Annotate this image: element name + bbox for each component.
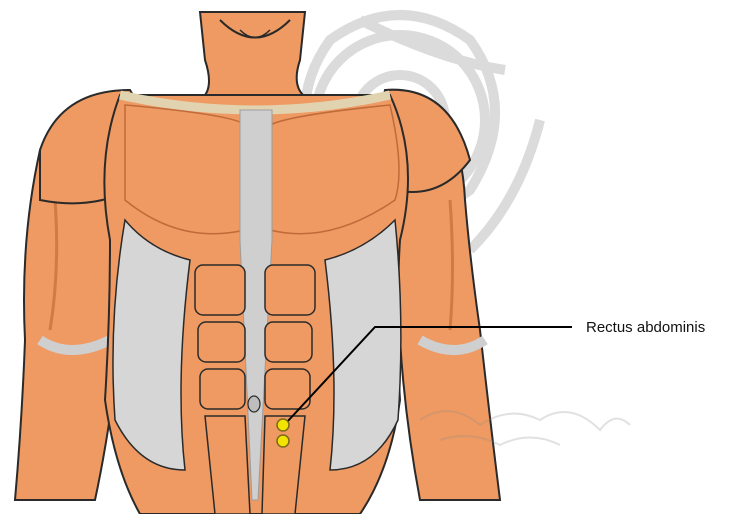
left-oblique <box>113 220 190 470</box>
navel <box>248 396 260 412</box>
point-marker <box>277 435 289 447</box>
neck <box>200 12 310 100</box>
right-oblique <box>325 220 401 470</box>
rectus-abdominis-label: Rectus abdominis <box>586 319 705 336</box>
point-marker <box>277 419 289 431</box>
